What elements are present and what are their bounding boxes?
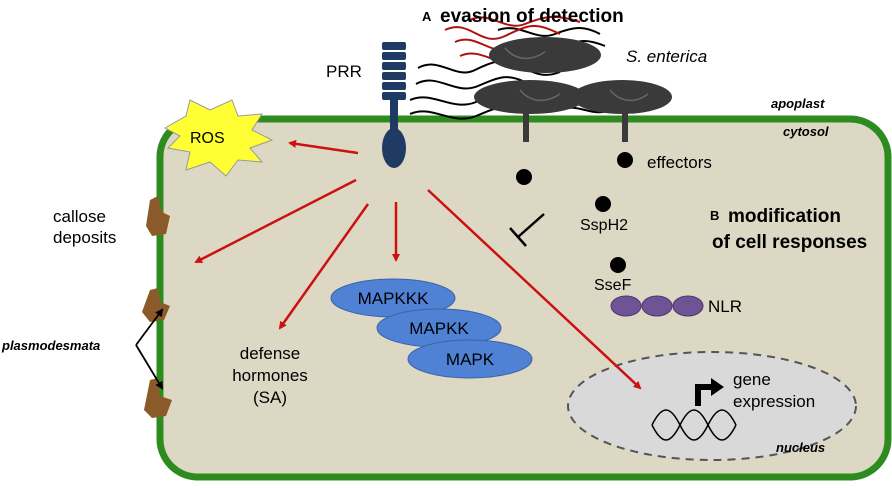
- nlr-protein: [610, 295, 704, 317]
- effector-dot: [617, 152, 633, 168]
- apoplast-label: apoplast: [771, 96, 825, 111]
- nucleus: [567, 351, 857, 461]
- bacteria: [474, 37, 672, 114]
- mapkkk-label: MAPKKK: [358, 289, 430, 308]
- secretion-system: [523, 112, 529, 142]
- gene-label-line2: expression: [733, 392, 815, 411]
- ros-burst: [163, 99, 274, 177]
- secretion-system: [622, 112, 628, 142]
- heading-b-line1: modification: [728, 206, 841, 227]
- effector-dot: [595, 196, 611, 212]
- hormones-label-line2: hormones: [232, 366, 308, 385]
- effector-dot: [516, 169, 532, 185]
- heading-a-letter: A: [422, 9, 432, 24]
- nucleus-label: nucleus: [776, 440, 825, 455]
- plasmodesmata-arrows: [135, 308, 164, 390]
- mapkk-label: MAPKK: [409, 319, 469, 338]
- nlr-label: NLR: [708, 297, 742, 316]
- effectors-label: effectors: [647, 153, 712, 172]
- prr-receptor: [382, 42, 406, 168]
- plasmodesmata-label: plasmodesmata: [1, 338, 100, 353]
- callose-label-line1: callose: [53, 207, 106, 226]
- ssef-label: SseF: [594, 277, 632, 294]
- prr-label: PRR: [326, 62, 362, 81]
- ssph2-label: SspH2: [580, 217, 628, 234]
- mapk-label: MAPK: [446, 350, 495, 369]
- dna-helix: [651, 409, 737, 441]
- inhibition-symbol: [509, 213, 545, 247]
- effector-dot: [610, 257, 626, 273]
- hormones-label-line1: defense: [240, 344, 301, 363]
- cytosol-label: cytosol: [783, 124, 829, 139]
- hormones-label-line3: (SA): [253, 388, 287, 407]
- callose-label-line2: deposits: [53, 228, 116, 247]
- gene-label-line1: gene: [733, 370, 771, 389]
- heading-b-line2: of cell responses: [712, 232, 867, 253]
- heading-b-letter: B: [710, 208, 719, 223]
- gene-promoter-arrow: [695, 378, 724, 406]
- ros-label: ROS: [190, 130, 225, 147]
- pathogen-label: S. enterica: [626, 47, 707, 66]
- heading-a: evasion of detection: [440, 6, 624, 27]
- signal-arrows: [194, 139, 642, 390]
- mapk-oval: [407, 339, 533, 379]
